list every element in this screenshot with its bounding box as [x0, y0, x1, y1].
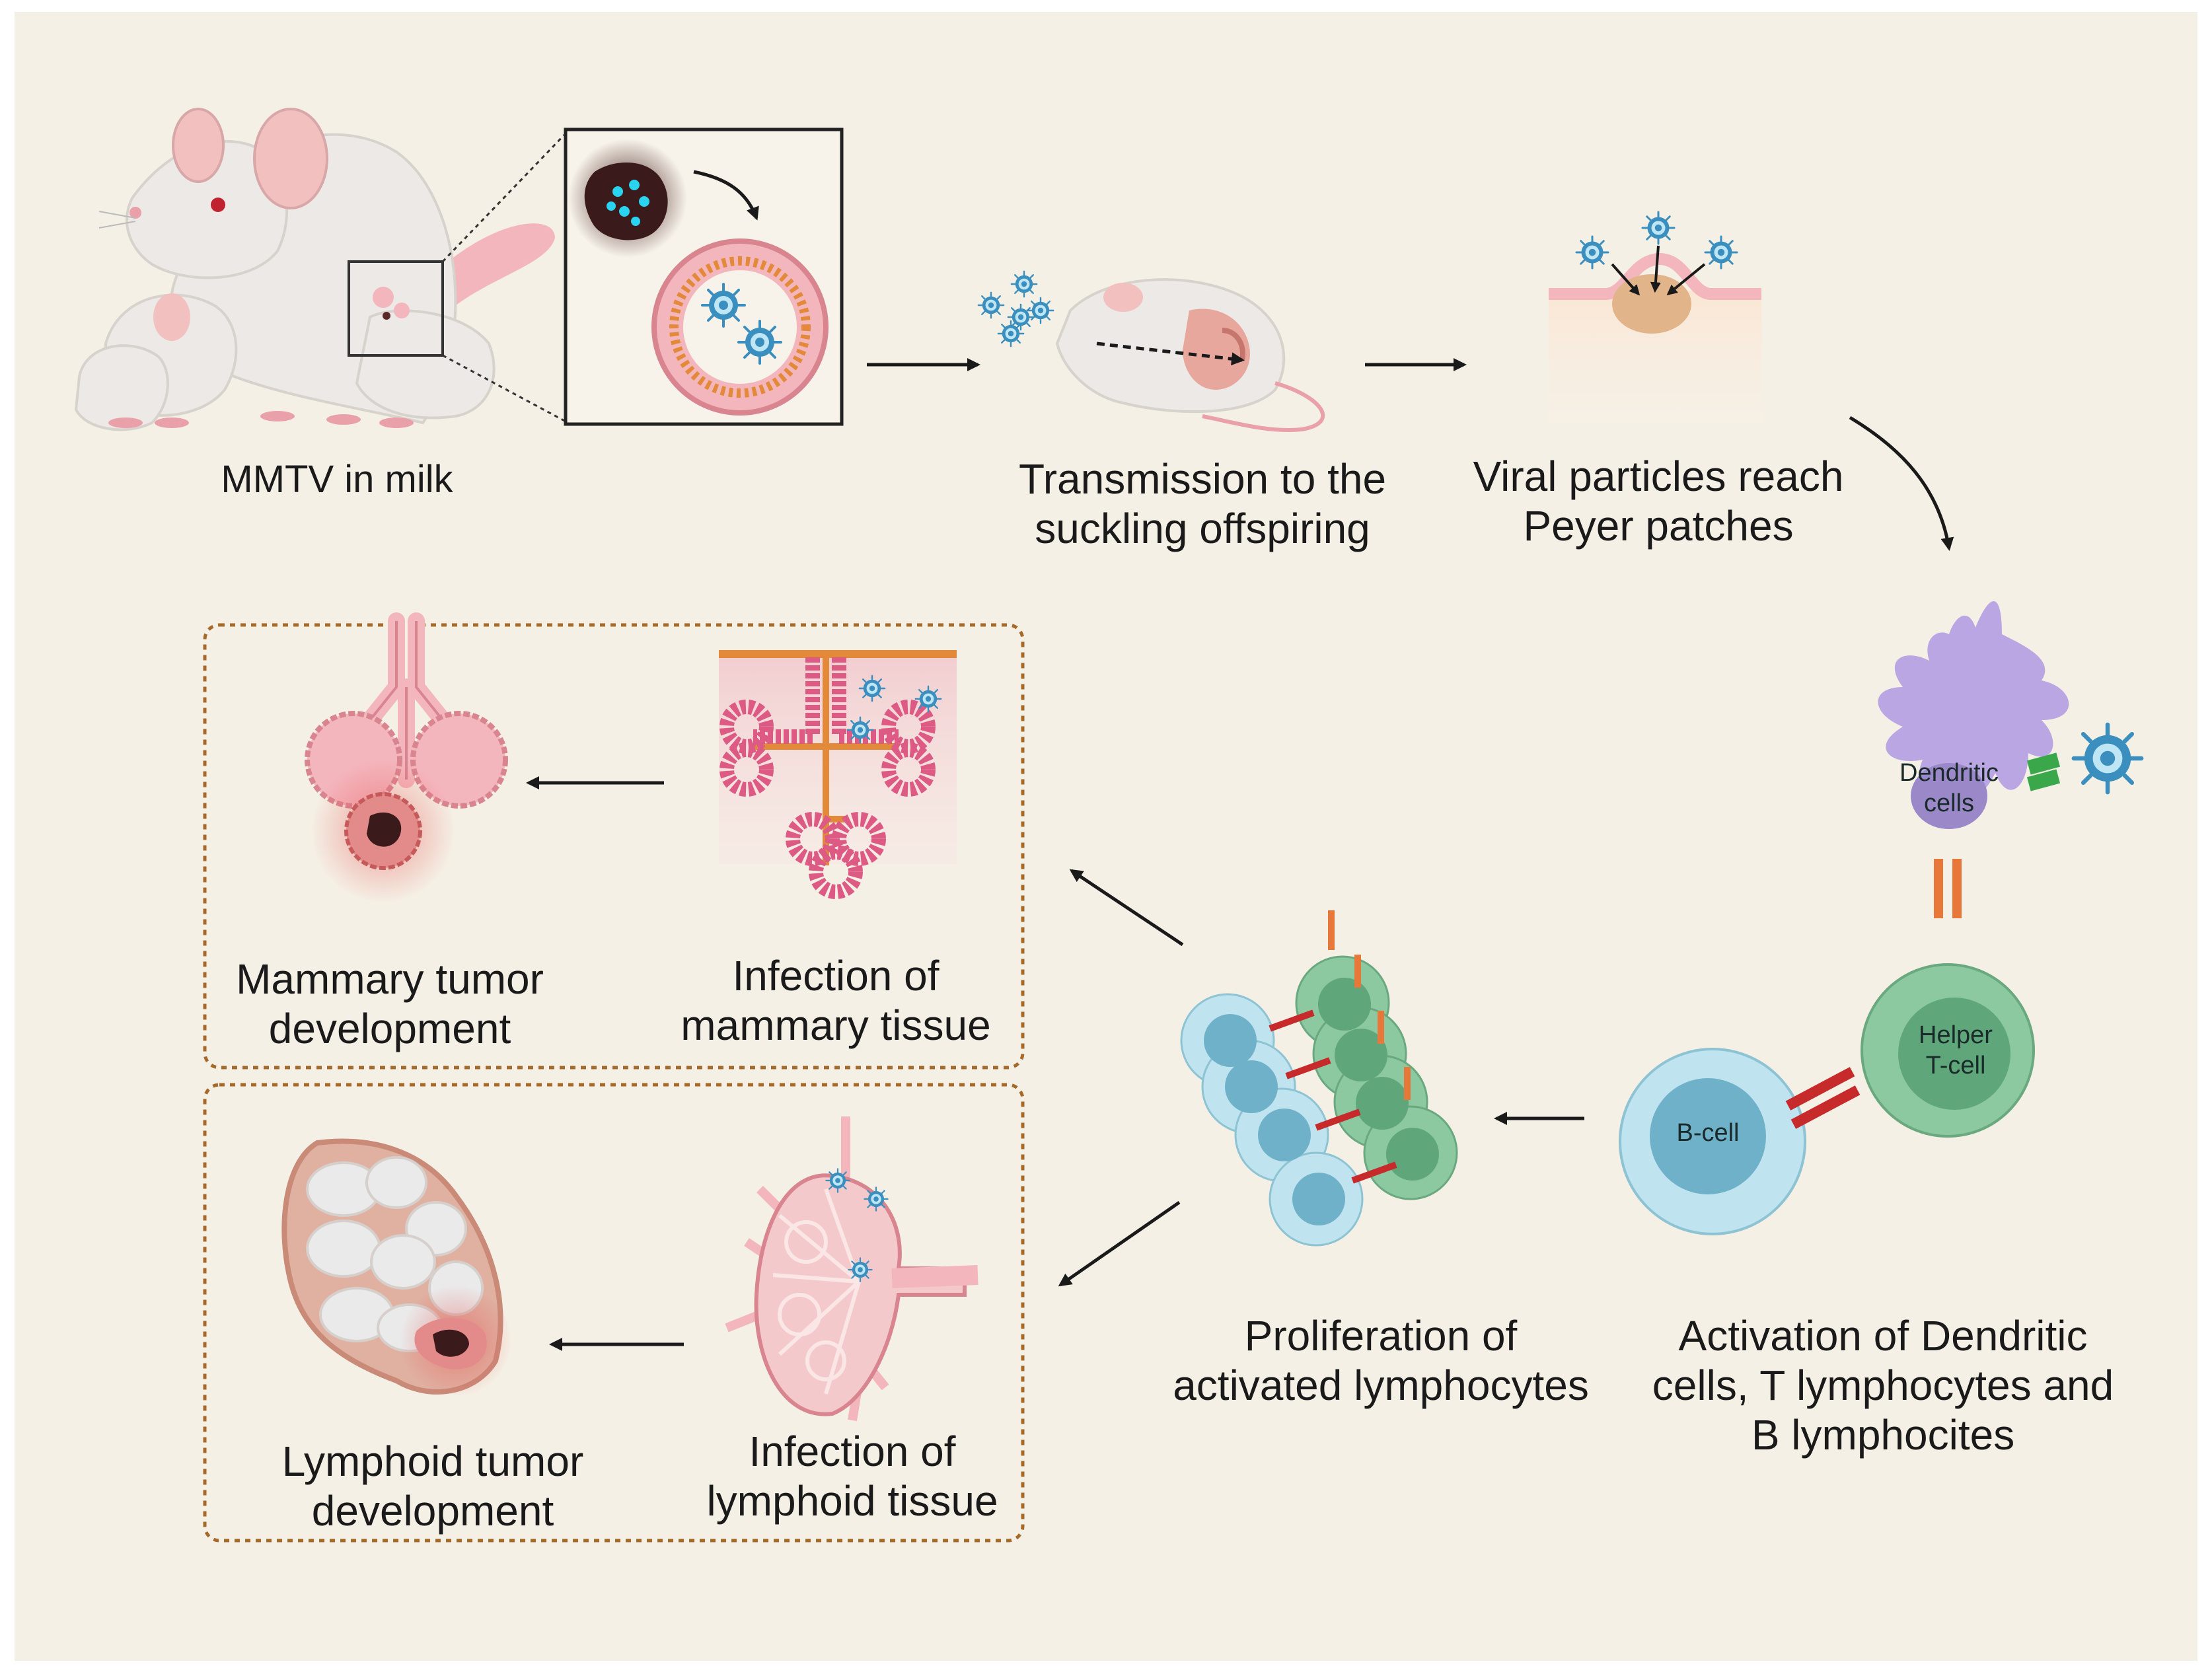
lymphoid-tumor-illustration	[281, 1138, 512, 1397]
mammary-tissue-illustration	[719, 650, 957, 899]
arrow-to-mammary	[1069, 869, 1184, 947]
zoom-line-top	[441, 129, 570, 263]
proliferating-lymphocytes	[1180, 910, 1458, 1247]
mammary-dashed-box	[203, 623, 1025, 1070]
helper-t-cell	[1861, 963, 2035, 1138]
zoom-box-small	[348, 260, 444, 357]
arrow-peyer-to-activation	[1849, 416, 1954, 551]
suckling-pup-illustration	[977, 270, 1325, 432]
mammary-tumor-illustration	[305, 612, 508, 904]
lymph-node-illustration	[725, 1116, 978, 1422]
zoom-box-large	[564, 128, 844, 426]
arrow-to-lymphoid	[1058, 1200, 1181, 1287]
label-b-cell: B-cell	[1676, 1119, 1740, 1147]
bcr-receptor	[1785, 1067, 1861, 1129]
mother-mouse-illustration	[74, 108, 555, 431]
b-cell	[1619, 1048, 1806, 1235]
peyer-patch-illustration	[1549, 211, 1761, 423]
dendritic-cell	[1878, 601, 2142, 918]
label-mmtv-in-milk: MMTV in milk	[221, 458, 453, 501]
lymphoid-dashed-box	[203, 1083, 1025, 1543]
